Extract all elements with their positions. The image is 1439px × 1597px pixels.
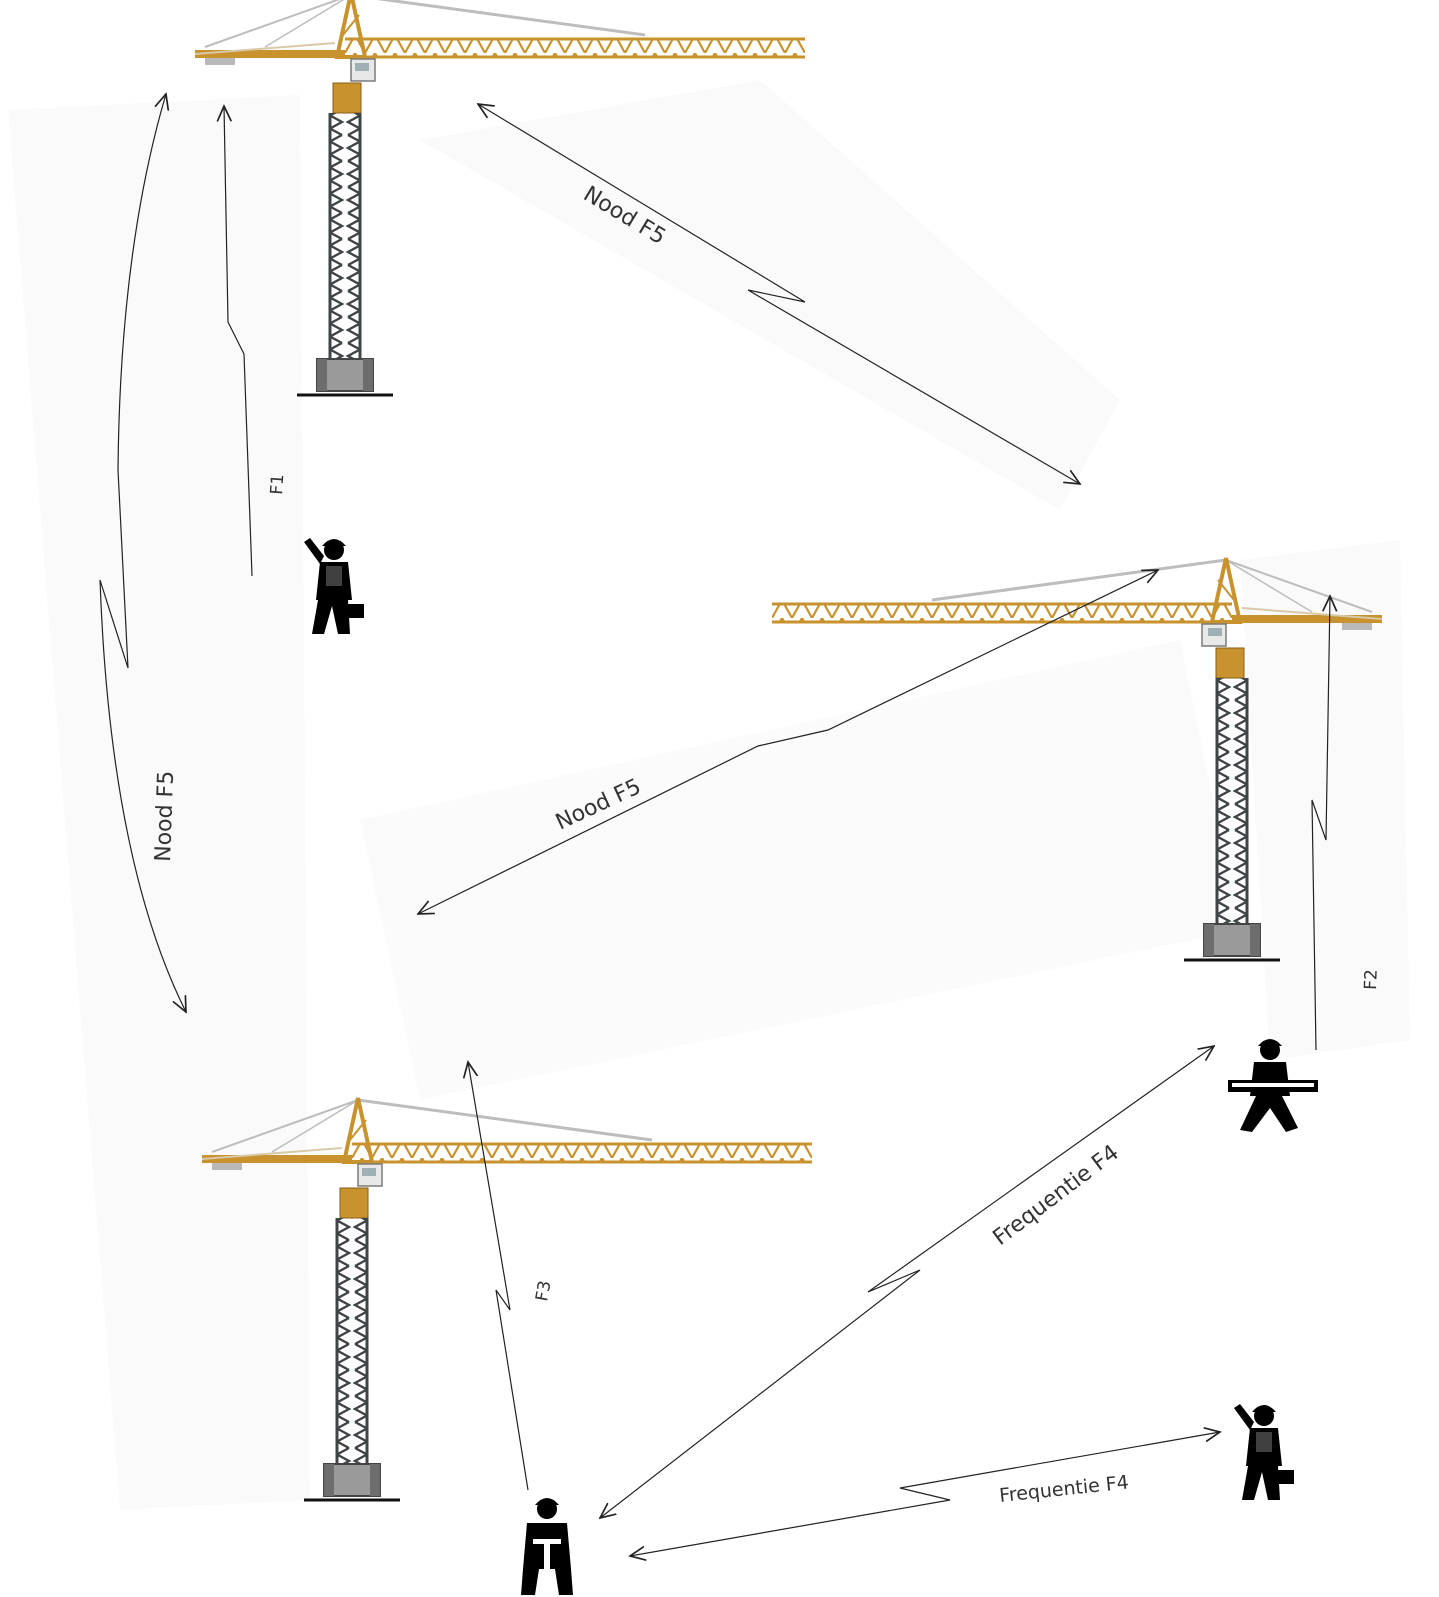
worker-waving-icon [304,538,364,634]
label-nood-left: Nood F5 [151,770,179,862]
label-freq-diag: Frequentie F4 [989,1140,1124,1251]
link-f4-bottom [630,1432,1220,1556]
worker-jackhammer-icon [521,1498,573,1595]
label-f2: F2 [1361,969,1382,990]
label-f1: F1 [267,473,288,495]
link-f4-diag [600,1046,1214,1518]
link-f3 [468,1062,528,1490]
label-f3: F3 [532,1279,555,1303]
label-freq-bottom: Frequentie F4 [998,1472,1130,1507]
background-patches [8,80,1410,1510]
worker-waving-icon [1234,1404,1294,1500]
